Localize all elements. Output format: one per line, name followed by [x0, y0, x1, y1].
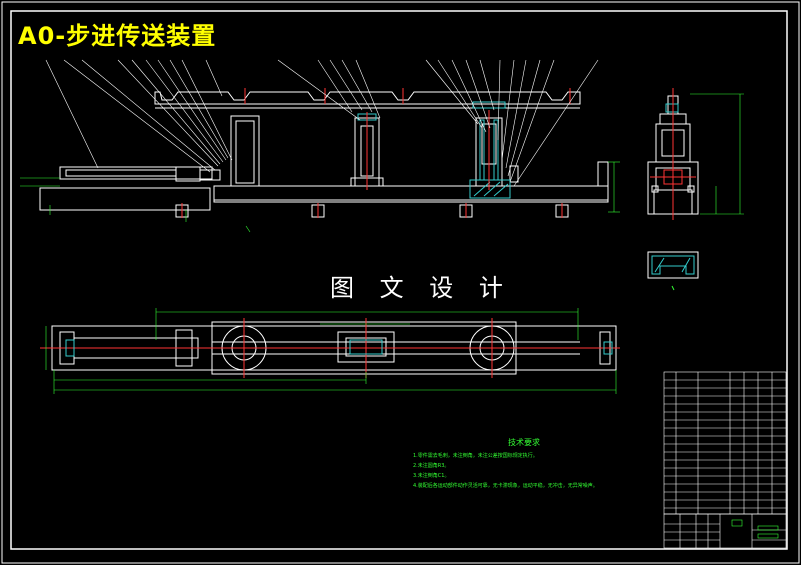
tech-requirement-line: 3.未注倒角C1。: [413, 473, 450, 479]
front-view-dimensions: [20, 161, 620, 233]
watermark-text: 图 文 设 计: [330, 274, 512, 302]
inner-border: [10, 10, 788, 550]
title-block-marks: [731, 519, 779, 539]
part-callouts: [45, 59, 599, 187]
drawing-title: A0-步进传送装置: [18, 22, 217, 50]
tech-requirement-line: 4.装配后各运动部件动作灵活可靠，无卡滞现象，运动平稳，无冲击，无异常噪声。: [413, 483, 598, 489]
tech-requirement-line: 2.未注圆角R3。: [413, 463, 450, 469]
tech-requirements-heading: 技术要求: [508, 438, 540, 447]
title-block: [663, 513, 787, 549]
top-view-dimensions: [45, 308, 617, 394]
front-view-hatch: [357, 101, 511, 199]
side-view-details: [650, 88, 744, 220]
parts-list: [663, 371, 787, 515]
front-view-centerlines: [181, 88, 571, 218]
section-detail: [647, 251, 699, 291]
top-view-details: [40, 318, 620, 378]
front-view: [39, 91, 609, 218]
tech-requirement-line: 1.零件需去毛刺，未注倒角，未注公差按国标规定执行。: [413, 453, 538, 459]
